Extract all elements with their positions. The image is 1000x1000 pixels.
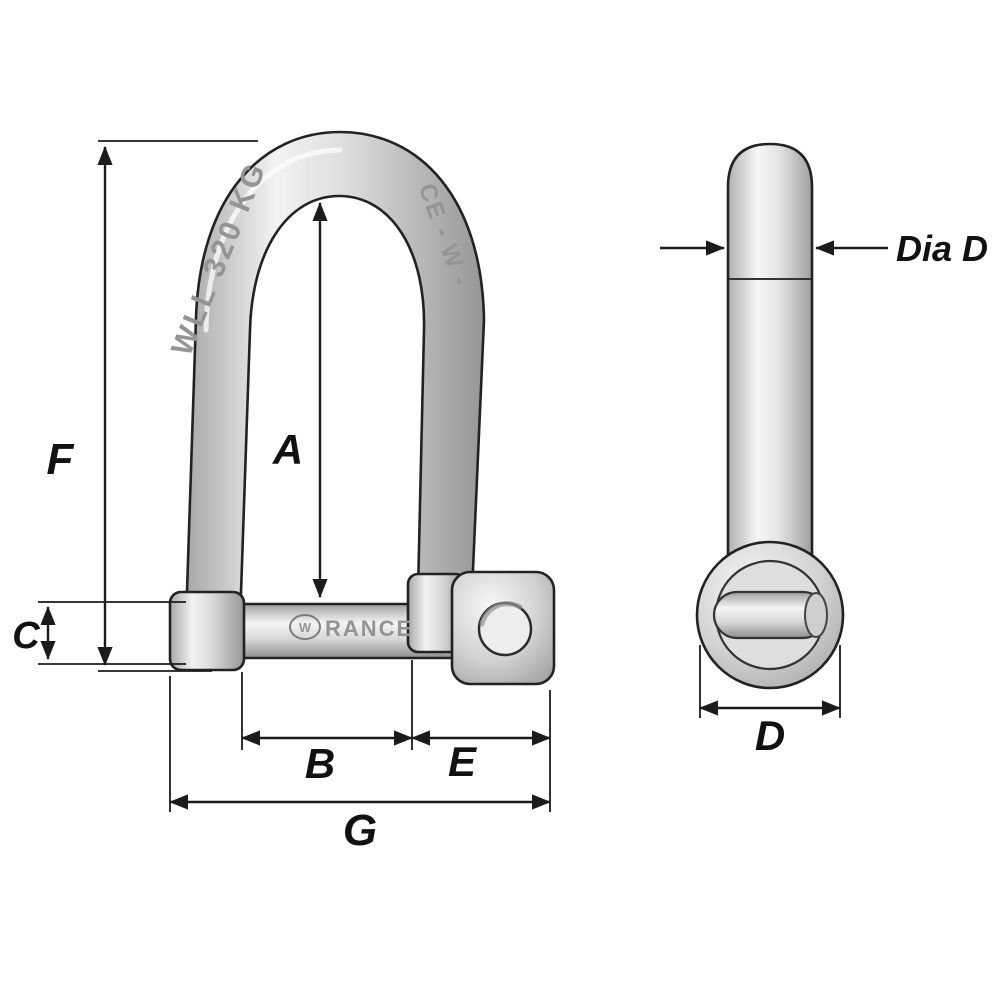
label-A: A	[272, 426, 303, 473]
label-F: F	[47, 435, 75, 484]
pin-side-view	[695, 142, 845, 690]
wichard-logo	[289, 614, 321, 640]
label-D: D	[755, 712, 785, 759]
left-leg-boss	[168, 590, 246, 672]
pin-shaft	[726, 142, 814, 567]
bow-highlight-outer	[203, 147, 343, 333]
shackle-bow	[184, 130, 486, 624]
wichard-logo-letter: W	[299, 620, 312, 635]
label-C: C	[12, 615, 40, 657]
label-diaD: Dia D	[896, 228, 988, 269]
pin-crossbar-end	[804, 592, 828, 638]
label-B: B	[305, 740, 335, 787]
label-E: E	[448, 738, 478, 785]
front-view-dimensions: F A C B E G	[12, 140, 551, 855]
shackle-front-view: WLL 320 KG CE - W - W RANCE	[165, 130, 556, 686]
label-G: G	[343, 806, 377, 855]
pin-head-hole-shadow	[479, 601, 523, 627]
side-view-dimensions: Dia D D	[660, 228, 988, 759]
engraving-pin: RANCE	[325, 616, 413, 641]
